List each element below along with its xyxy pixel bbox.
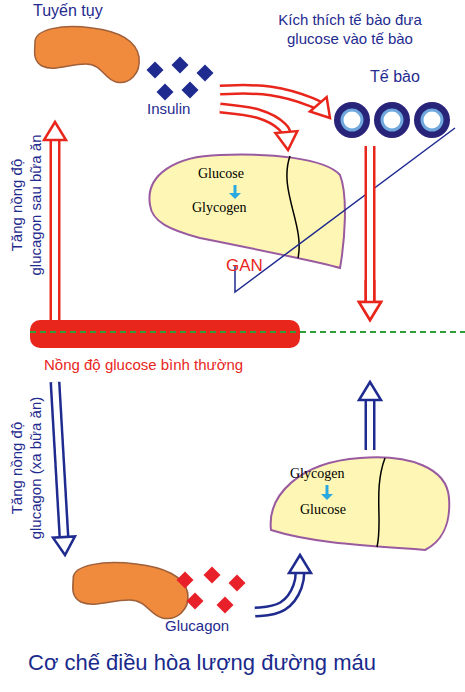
edge-label: Kích thích tế bào đưa glucose vào tế bào	[255, 10, 445, 48]
hormone-label: Glucagon	[165, 617, 229, 634]
hollow-arrow	[53, 382, 75, 555]
conversion-arrow	[326, 485, 329, 495]
hormone-molecule	[177, 572, 194, 589]
normal-level-bar	[30, 320, 300, 348]
hollow-arrow	[359, 280, 381, 320]
caption: Cơ chế điều hòa lượng đường máu	[28, 650, 376, 676]
liver-shape	[271, 457, 450, 550]
hormone-label: Insulin	[147, 100, 190, 117]
arrow-body	[55, 382, 64, 541]
liver-shape	[149, 155, 344, 268]
cell-circle	[334, 102, 370, 138]
hormone-molecule	[204, 567, 221, 584]
arrow-head	[359, 302, 381, 320]
arrow-body	[52, 136, 58, 320]
organ-label: Tuyến tụy	[33, 2, 103, 20]
hormone-molecule	[197, 65, 214, 82]
arrow-body	[255, 569, 300, 612]
hormone-molecule	[172, 57, 189, 74]
arrow-outline	[50, 136, 61, 320]
arrow-body	[367, 280, 373, 306]
cell-group: Tế bào	[330, 66, 460, 146]
arrow-head	[310, 97, 330, 118]
conversion-arrow	[234, 185, 237, 194]
conversion-arrow-head	[321, 494, 333, 500]
arrow-body	[367, 396, 373, 450]
cell-circle	[414, 102, 450, 138]
arrow-outline	[255, 569, 300, 612]
normal-level-line	[30, 331, 465, 333]
glucose-level-band: Nồng độ glucose bình thường	[30, 320, 465, 382]
arrow-outline	[365, 146, 376, 306]
cell-nucleus	[382, 110, 402, 130]
liver-lobe-line	[287, 156, 299, 258]
hormone-molecule	[187, 593, 204, 610]
substance-label: Glucose	[300, 502, 346, 518]
substance-label: Glucose	[198, 166, 244, 182]
pancreas-organ: Tuyến tụyInsulin	[25, 2, 220, 122]
arrow-head	[44, 122, 66, 140]
liver-lobe-line	[377, 458, 385, 547]
arrow-outline	[220, 89, 321, 107]
substance-label: Glycogen	[290, 466, 344, 482]
node-shape	[265, 450, 455, 555]
hollow-arrow	[44, 122, 66, 320]
arrow-outline	[365, 280, 376, 306]
arrow-body	[367, 146, 373, 306]
arrow-outline	[220, 108, 287, 136]
hormone-molecule	[229, 575, 246, 592]
liver-organ: GlucoseGlycogenGAN	[140, 150, 375, 280]
node-shape	[25, 2, 220, 122]
arrow-head	[275, 131, 297, 150]
arrow-outline	[365, 396, 376, 450]
hollow-arrow	[220, 108, 297, 150]
substance-label: Glycogen	[192, 200, 246, 216]
arrow-body	[220, 108, 287, 136]
cell-nucleus	[422, 110, 442, 130]
pancreas-shape	[73, 563, 188, 619]
cell-nucleus	[342, 110, 362, 130]
pancreas-shape	[35, 27, 140, 83]
arrow-body	[220, 89, 321, 107]
pancreas-organ: Glucagon	[65, 555, 255, 640]
arrow-outline	[55, 382, 64, 541]
hollow-arrow	[359, 382, 381, 450]
hormone-molecule	[157, 84, 174, 101]
edge-label: Tăng nồng độ glucagon sau bữa ăn	[7, 130, 45, 280]
hollow-arrow	[359, 146, 381, 320]
edge-label: Tăng nồng độ glucagon (xa bữa ăn)	[7, 393, 45, 543]
hormone-molecule	[217, 597, 234, 614]
arrow-head	[359, 302, 381, 320]
conversion-arrow-head	[229, 193, 241, 199]
hollow-arrow	[255, 555, 311, 612]
cell-circle	[374, 102, 410, 138]
organ-label: GAN	[226, 256, 263, 276]
band-label: Nồng độ glucose bình thường	[44, 356, 243, 373]
hollow-arrow	[220, 89, 330, 118]
arrow-head	[53, 536, 75, 555]
hormone-molecule	[182, 82, 199, 99]
hormone-molecule	[147, 62, 164, 79]
cell-label: Tế bào	[355, 68, 435, 86]
liver-organ: GlycogenGlucose	[265, 450, 455, 555]
arrow-head	[289, 555, 311, 573]
arrow-head	[359, 382, 381, 400]
